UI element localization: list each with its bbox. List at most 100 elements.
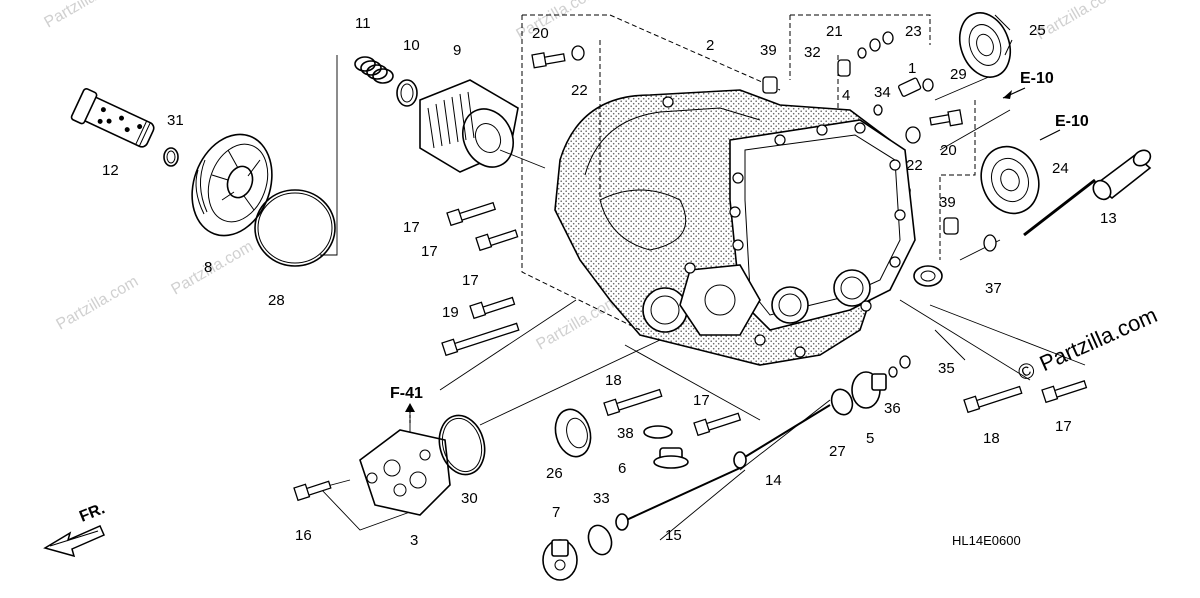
callout-17-c: 17 [462,272,479,289]
callout-15: 15 [665,527,682,544]
callout-12: 12 [102,162,119,179]
washer-22a [571,45,585,61]
washer-34 [873,104,883,116]
callout-17-e: 17 [1055,418,1072,435]
callouts: 11 10 9 31 12 8 28 20 22 2 39 21 23 32 4… [102,15,1117,549]
switch-1 [898,77,922,97]
bolt-17e [1041,380,1088,404]
filter-cover-part [191,133,273,237]
bolt-18b [963,385,1023,414]
washer-22b [905,126,921,144]
callout-6: 6 [618,460,626,477]
callout-31: 31 [167,112,184,129]
bolt-16 [293,480,332,502]
callout-38: 38 [617,425,634,442]
pump-cover-part [359,429,451,516]
bolts [293,52,1088,502]
callout-17-a: 17 [403,219,420,236]
callout-9: 9 [453,42,461,59]
partzilla-watermark: © Partzilla.com [1014,302,1161,386]
washer-21 [869,38,881,52]
callout-37: 37 [985,280,1002,297]
nut-23 [882,31,894,45]
watermark-text-1: Partzilla.com [42,0,130,31]
oring-10-part [396,79,418,107]
ref-arrows [405,87,1061,425]
construction-lines [521,14,976,331]
front-direction-label: FR. [77,500,107,525]
callout-23: 23 [905,23,922,40]
callout-5: 5 [866,430,874,447]
callout-26: 26 [546,465,563,482]
washer-37 [983,234,997,252]
callout-34: 34 [874,84,891,101]
washer-32 [857,47,867,59]
callout-39-upper: 39 [760,42,777,59]
ref-label-e10-lower: E-10 [1055,113,1089,130]
watermark-main-text: Partzilla.com [1036,302,1161,376]
seal-26-part [554,408,592,458]
watermark-text-4: Partzilla.com [54,273,142,334]
small-parts [571,31,997,378]
diagram-code: HL14E0600 [952,533,1021,548]
washer-38-part [643,425,673,439]
ref-label-f41: F-41 [390,385,423,402]
rod-15-part [615,467,741,531]
dowel-39b [943,217,959,235]
watermark-text-5: Partzilla.com [169,238,257,299]
callout-35: 35 [938,360,955,377]
oring-28-part [254,189,336,267]
oil-strainer-part [70,87,155,148]
bolt-18a [603,388,663,417]
bolt-17d [693,412,742,437]
callout-24: 24 [1052,160,1069,177]
callout-4: 4 [842,87,850,104]
washer-35 [899,355,911,369]
sensor-4 [837,59,851,77]
callout-7: 7 [552,504,560,521]
washer-29 [922,78,934,92]
callout-20-upper: 20 [532,25,549,42]
callout-36: 36 [884,400,901,417]
bolt-17c [469,296,516,320]
bolt-19 [441,322,520,357]
oring-30-part [438,414,486,476]
oring-36 [888,366,898,378]
watermark-text-6: Partzilla.com [534,293,622,354]
callout-29: 29 [950,66,967,83]
oring-31-part [163,147,179,167]
front-arrow-icon: FR. [43,500,107,558]
ref-label-e10-upper: E-10 [1020,70,1054,87]
callout-11: 11 [355,15,371,32]
plug-7-part [542,539,578,581]
bolt-20b [929,109,964,127]
bearing-25-part [958,12,1013,78]
callout-22-lower: 22 [906,157,923,174]
callout-3: 3 [410,532,418,549]
callout-32: 32 [804,44,821,61]
callout-30: 30 [461,490,478,507]
callout-18-left: 18 [605,372,622,389]
dowel-39a [762,76,778,94]
callout-13: 13 [1100,210,1117,227]
callout-33: 33 [593,490,610,507]
rod-14-part [733,404,831,469]
drain-plug-6-part [653,447,689,469]
callout-14: 14 [765,472,782,489]
cap-5-part [851,371,887,409]
callout-1: 1 [908,60,916,77]
watermark-text-3: Partzilla.com [1034,0,1122,43]
callout-8: 8 [204,259,212,276]
oil-filter-part [419,79,519,173]
callout-17-d: 17 [693,392,710,409]
callout-16: 16 [295,527,312,544]
callout-20-lower: 20 [940,142,957,159]
crankcase-cover-part [554,89,943,366]
bolt-17a [446,201,497,227]
callout-18-right: 18 [983,430,1000,447]
oil-filter-group [70,56,519,267]
watermark-copyright-icon: © [1014,356,1039,385]
oring-27-part [830,388,854,416]
callout-22-upper: 22 [571,82,588,99]
